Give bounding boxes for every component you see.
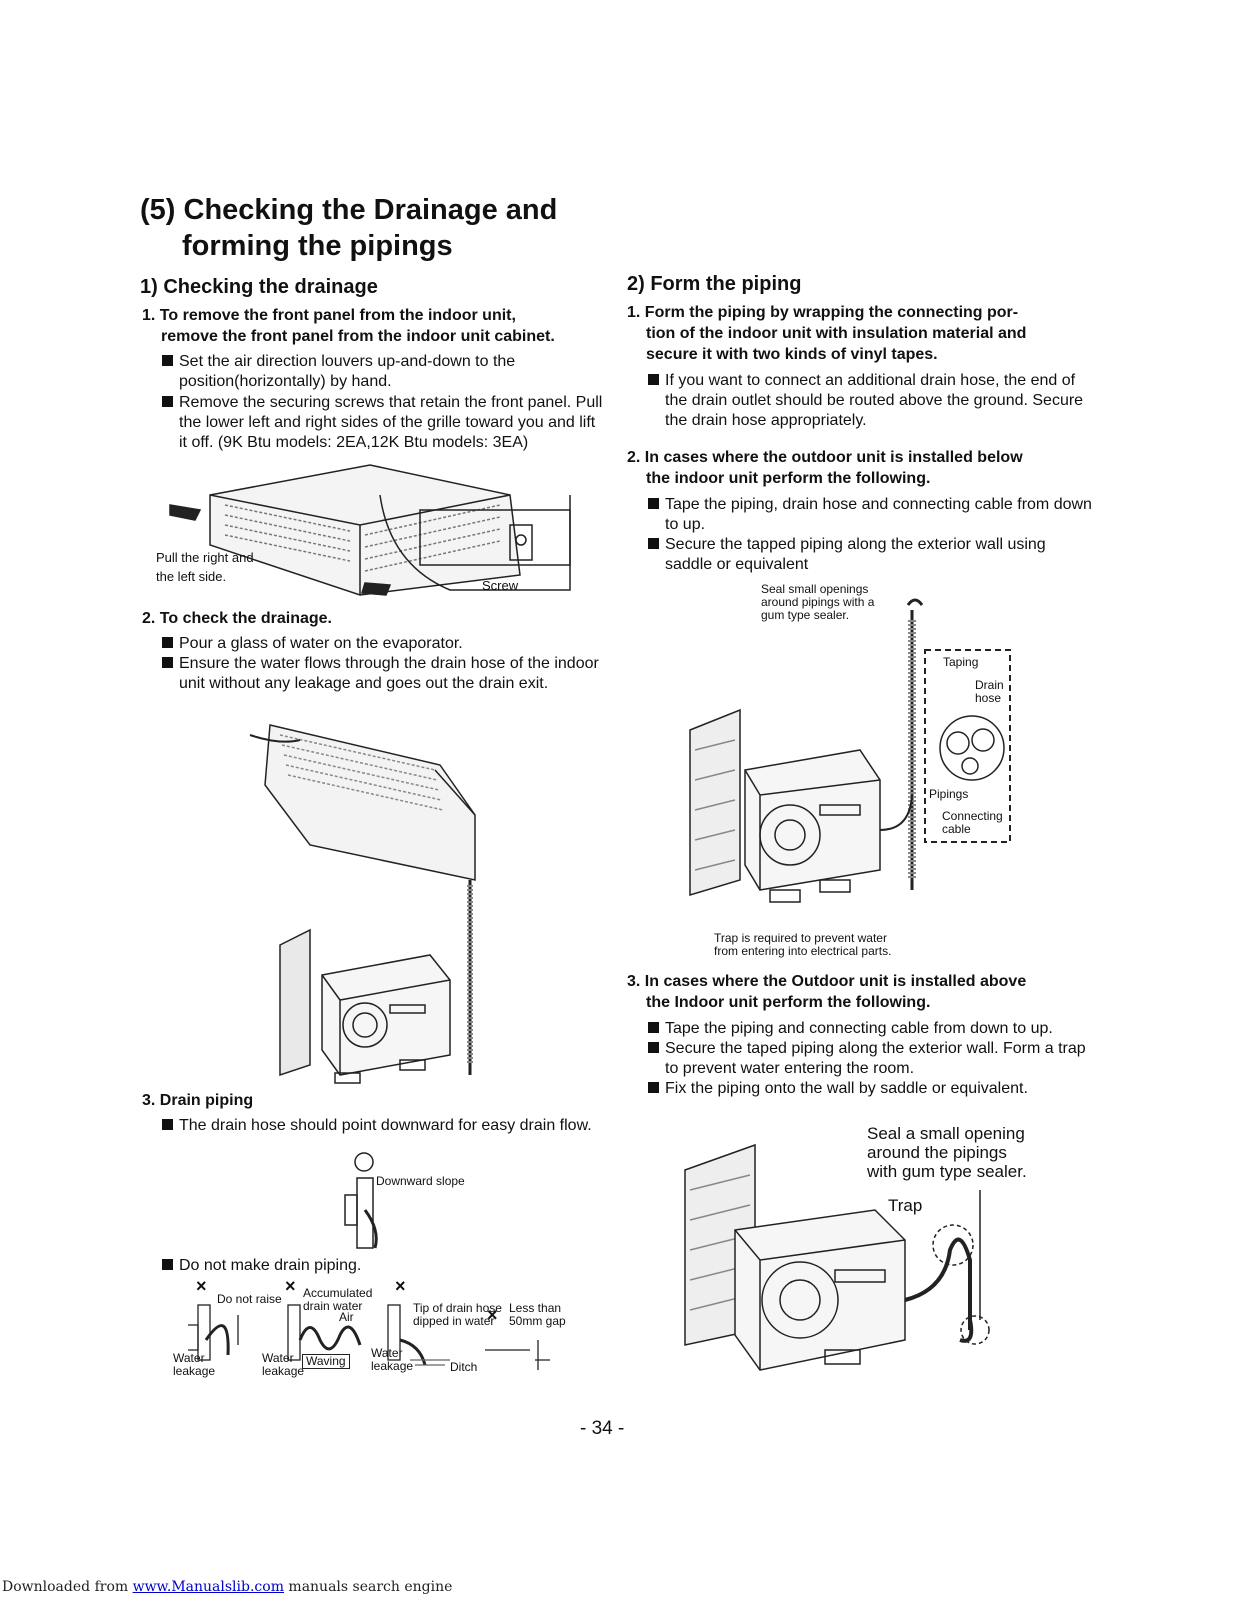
downward-slope-label: Downward slope <box>376 1174 465 1188</box>
step1-bullet1: Set the air direction louvers up-and-dow… <box>162 352 604 392</box>
r-step3-bullet3: Fix the piping onto the wall by saddle o… <box>648 1079 1095 1099</box>
incorrect-drain-piping-illustration <box>188 1304 550 1370</box>
step3-title: 3. Drain piping <box>142 1092 254 1109</box>
fig2-label-trap-required: Trap is required to prevent water from e… <box>714 931 892 958</box>
label-water-leakage-3: Water leakage <box>371 1346 414 1373</box>
wrong-mark-4: × <box>487 1305 498 1325</box>
fig2-label-connecting-cable: Connecting cable <box>942 809 1003 836</box>
r-step2-bullet2: Secure the tapped piping along the exter… <box>648 535 1095 575</box>
r-step1-bullet1: If you want to connect an additional dra… <box>648 371 1095 431</box>
download-footer: Downloaded from www.Manualslib.com manua… <box>2 1579 453 1595</box>
bullet-square-icon <box>162 1119 173 1130</box>
step1-title: 1. To remove the front panel from the in… <box>142 305 602 347</box>
bullet-square-icon <box>162 355 173 366</box>
bullet-square-icon <box>648 1082 659 1093</box>
bullet-square-icon <box>648 538 659 549</box>
label-accumulated-water: Accumulated drain water <box>303 1286 373 1313</box>
bullet-square-icon <box>162 637 173 648</box>
fig3-label-seal: Seal a small opening around the pipings … <box>867 1124 1027 1181</box>
label-water-leakage-2: Water leakage <box>262 1351 305 1378</box>
r-step1-title: 1. Form the piping by wrapping the conne… <box>627 304 1027 363</box>
r-step2-bullet1: Tape the piping, drain hose and connecti… <box>648 495 1095 535</box>
outdoor-unit-below-illustration <box>689 598 1011 903</box>
r-step3-title: 3. In cases where the Outdoor unit is in… <box>627 973 1027 1011</box>
bullet-square-icon <box>648 1042 659 1053</box>
r-step2-title: 2. In cases where the outdoor unit is in… <box>627 449 1023 487</box>
step3-bullet1: The drain hose should point downward for… <box>162 1116 594 1136</box>
label-waving: Waving <box>302 1354 350 1369</box>
section-heading-checking-drainage: 1) Checking the drainage <box>140 276 378 298</box>
step2-bullet1: Pour a glass of water on the evaporator. <box>162 634 604 654</box>
fig2-label-pipings: Pipings <box>929 787 969 801</box>
bullet-square-icon <box>162 657 173 668</box>
fig2-label-drain-hose: Drain hose <box>975 678 1004 705</box>
front-panel-removal-illustration <box>169 464 571 596</box>
step1-bullet2: Remove the securing screws that retain t… <box>162 393 604 453</box>
page-title-line2: forming the pipings <box>182 230 453 262</box>
label-air: Air <box>339 1310 354 1324</box>
step2-bullet2: Ensure the water flows through the drain… <box>162 654 604 694</box>
bullet-square-icon <box>162 396 173 407</box>
r-step3-bullet1: Tape the piping and connecting cable fro… <box>648 1019 1095 1039</box>
step1-title-line2: remove the front panel from the indoor u… <box>161 328 555 345</box>
fig1-label-pull-sides: Pull the right and the left side. <box>156 550 254 584</box>
fig2-label-taping: Taping <box>943 655 979 669</box>
fig2-label-seal: Seal small openings around pipings with … <box>761 582 875 622</box>
label-ditch: Ditch <box>450 1360 478 1374</box>
label-do-not-raise: Do not raise <box>217 1292 282 1306</box>
bullet-square-icon <box>162 1259 173 1270</box>
outdoor-unit-above-illustration <box>684 1143 990 1371</box>
wrong-mark-2: × <box>285 1276 296 1296</box>
page-number: - 34 - <box>580 1418 625 1439</box>
fig1-label-screw: Screw <box>482 578 519 593</box>
bullet-square-icon <box>648 498 659 509</box>
step3-bullet2: Do not make drain piping. <box>162 1256 594 1276</box>
bullet-square-icon <box>648 374 659 385</box>
step1-title-line1: 1. To remove the front panel from the in… <box>142 307 516 324</box>
manualslib-link[interactable]: www.Manualslib.com <box>132 1579 284 1595</box>
label-tip-dipped: Tip of drain hose dipped in water <box>413 1301 502 1328</box>
wrong-mark-3: × <box>395 1276 406 1296</box>
r-step3-bullet2: Secure the taped piping along the exteri… <box>648 1039 1095 1079</box>
downward-slope-illustration <box>344 1152 378 1249</box>
label-water-leakage-1: Water leakage <box>173 1351 216 1378</box>
fig3-label-trap: Trap <box>888 1196 923 1215</box>
wrong-mark-1: × <box>196 1276 207 1296</box>
bullet-square-icon <box>648 1022 659 1033</box>
drainage-check-illustration <box>249 724 476 1084</box>
label-less-than-gap: Less than 50mm gap <box>509 1301 566 1328</box>
step2-title: 2. To check the drainage. <box>142 610 332 627</box>
page-title-line1: (5) Checking the Drainage and <box>140 194 558 226</box>
section-heading-form-piping: 2) Form the piping <box>627 273 802 295</box>
